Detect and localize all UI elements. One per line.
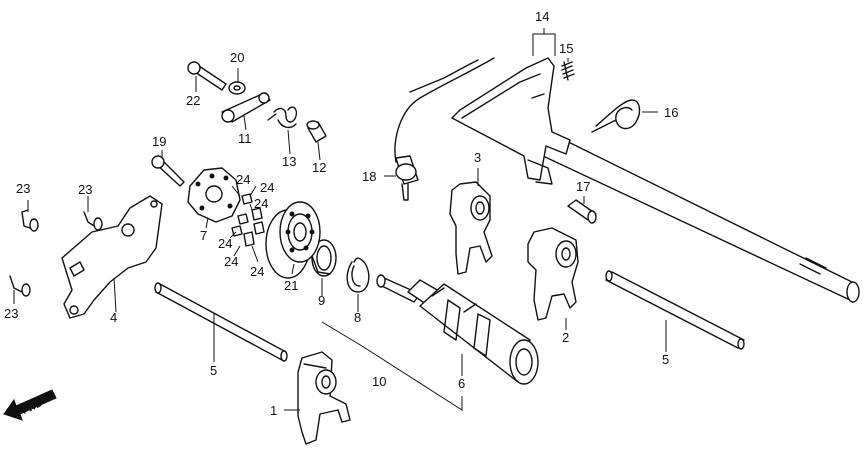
collar-part — [306, 120, 327, 143]
shift-fork-part — [527, 227, 579, 321]
pin-part — [241, 193, 253, 205]
bolt-part — [151, 155, 185, 187]
shift-fork-part — [297, 351, 351, 445]
neutral-switch-part — [394, 57, 495, 201]
callout-15: 15 — [559, 41, 573, 56]
stopper-plate-part — [61, 195, 163, 319]
callout-19: 19 — [152, 134, 166, 149]
callout-18: 18 — [362, 169, 376, 184]
pin-bolt-part — [567, 199, 597, 224]
screw-part — [9, 275, 31, 297]
callout-1: 1 — [270, 403, 277, 418]
callout-9: 9 — [318, 293, 325, 308]
pin-part — [251, 207, 263, 221]
callout-7: 7 — [200, 228, 207, 243]
callout-3: 3 — [474, 150, 481, 165]
callout-23b: 23 — [78, 182, 92, 197]
spring-part — [561, 61, 575, 81]
callout-labels: 1 2 3 4 5 5 6 7 8 9 10 11 12 13 14 15 16… — [4, 9, 678, 418]
callout-24e: 24 — [224, 254, 238, 269]
callout-24d: 24 — [218, 236, 232, 251]
callout-14: 14 — [535, 9, 549, 24]
callout-5: 5 — [210, 363, 217, 378]
callout-5b: 5 — [662, 352, 669, 367]
callout-22: 22 — [186, 93, 200, 108]
callout-24f: 24 — [250, 264, 264, 279]
callout-23c: 23 — [4, 306, 18, 321]
callout-24b: 24 — [260, 180, 274, 195]
callout-23: 23 — [16, 181, 30, 196]
leader-lines — [13, 28, 667, 411]
pin-part — [253, 221, 265, 235]
bolt-part — [187, 61, 227, 91]
callout-4: 4 — [110, 310, 117, 325]
screw-part — [83, 211, 103, 231]
cam-plate-part — [187, 167, 241, 223]
callout-2: 2 — [562, 330, 569, 345]
washer-part — [228, 81, 246, 95]
callout-8: 8 — [354, 310, 361, 325]
pin-part — [243, 231, 255, 247]
shift-drum-part — [376, 274, 539, 385]
return-spring-part — [591, 99, 641, 133]
callout-12: 12 — [312, 160, 326, 175]
callout-13: 13 — [282, 154, 296, 169]
pin-part — [237, 213, 249, 225]
callout-16: 16 — [664, 105, 678, 120]
shift-shaft-part — [451, 57, 860, 303]
screw-part — [21, 209, 39, 232]
circlip-part — [346, 257, 370, 293]
fork-shaft-part — [605, 270, 745, 350]
fwd-arrow-icon — [3, 389, 57, 421]
callout-17: 17 — [576, 179, 590, 194]
callout-10: 10 — [372, 374, 386, 389]
stopper-arm-part — [221, 92, 271, 123]
callout-20: 20 — [230, 50, 244, 65]
bearing-ring-part — [311, 239, 337, 277]
fwd-label: FWD — [21, 398, 44, 416]
callout-21: 21 — [284, 278, 298, 293]
callout-6: 6 — [458, 376, 465, 391]
fork-shaft-part — [154, 282, 288, 362]
bearing-part — [265, 201, 321, 279]
shift-fork-part — [449, 181, 493, 275]
callout-24c: 24 — [254, 196, 268, 211]
spring-part — [267, 106, 298, 129]
callout-11: 11 — [238, 131, 252, 146]
callout-24: 24 — [236, 172, 250, 187]
